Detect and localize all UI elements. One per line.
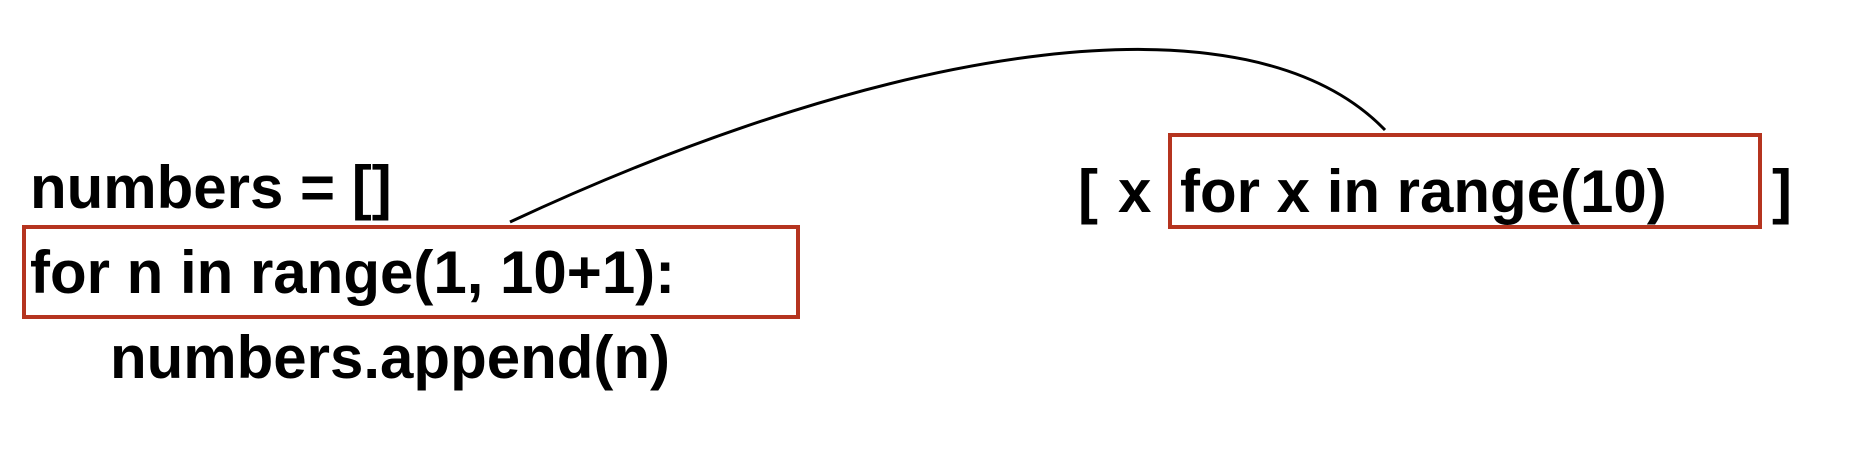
- loop-line-numbers-init: numbers = []: [30, 154, 392, 221]
- comprehension-expression: x: [1118, 158, 1152, 225]
- comprehension-open-bracket: [: [1078, 158, 1098, 225]
- comprehension-close-bracket: ]: [1772, 158, 1792, 225]
- loop-line-for-header: for n in range(1, 10+1):: [30, 239, 676, 306]
- connector-curve: [509, 48, 1387, 224]
- loop-line-append: numbers.append(n): [110, 324, 671, 391]
- comprehension-for-clause: for x in range(10): [1180, 158, 1667, 225]
- comprehension-for-highlight-box: [1168, 133, 1762, 229]
- loop-for-highlight-box: [22, 225, 800, 319]
